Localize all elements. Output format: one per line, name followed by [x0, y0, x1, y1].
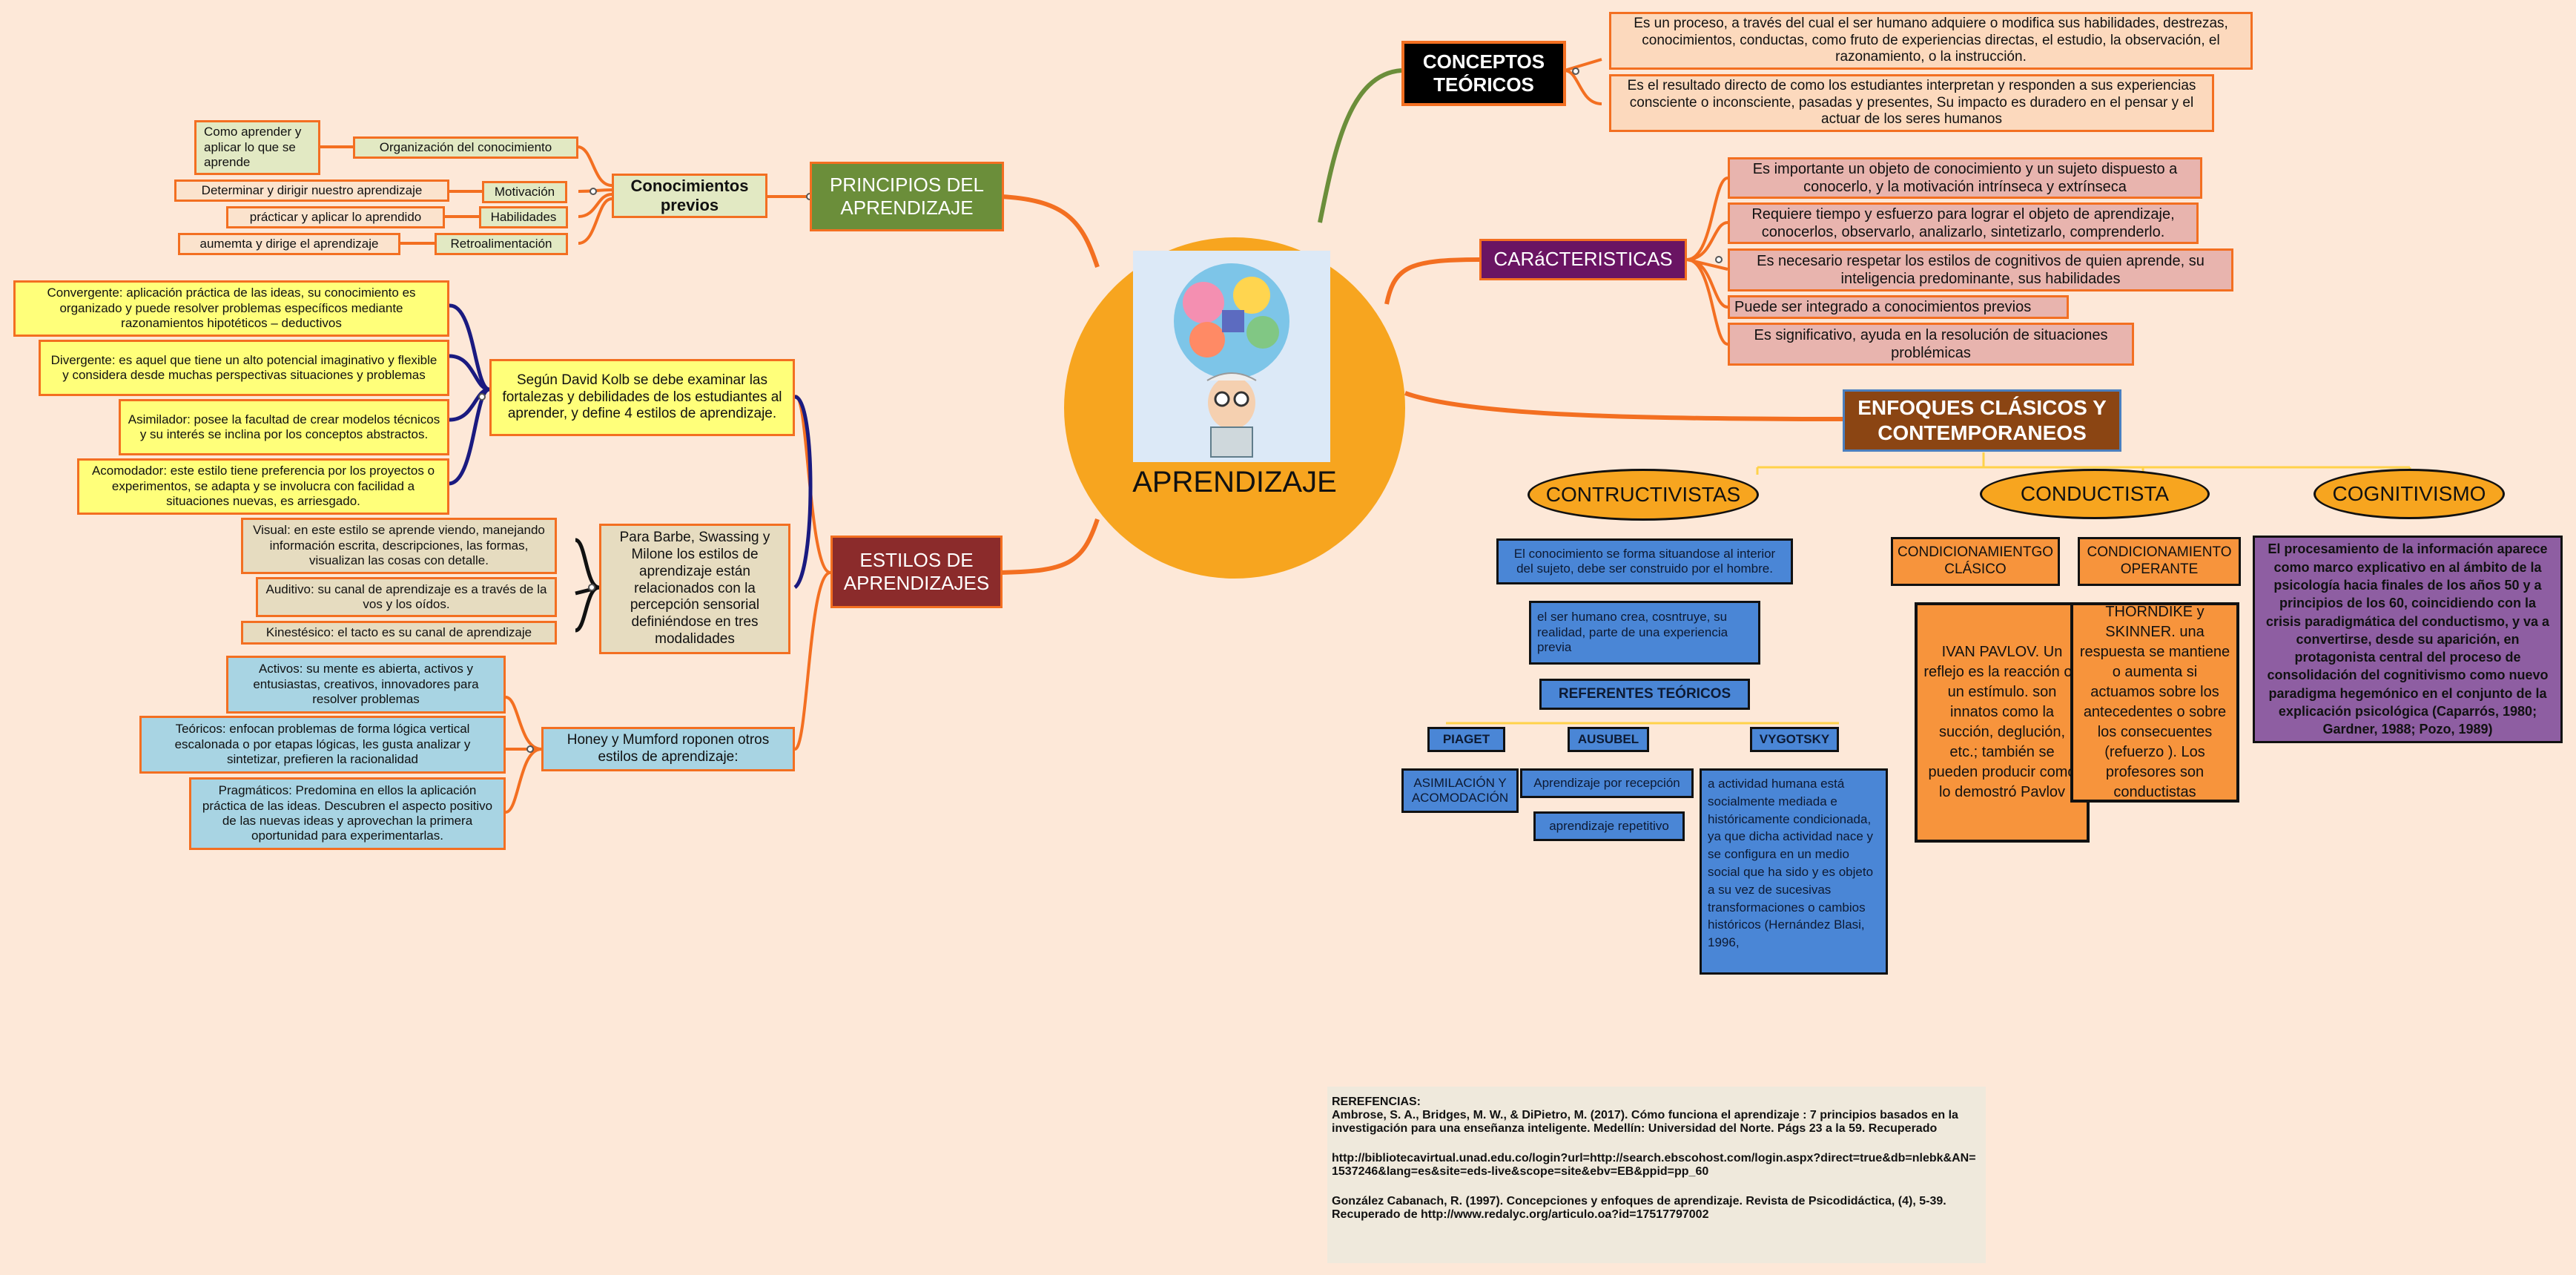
condicionamiento-operante[interactable]: CONDICIONAMIENTO OPERANTE — [2078, 537, 2241, 586]
vygotsky-texto[interactable]: a actividad humana está socialmente medi… — [1700, 768, 1888, 975]
caracteristica-item-5[interactable]: Es significativo, ayuda en la resolución… — [1728, 323, 2134, 366]
principio-habilidades[interactable]: Habilidades — [479, 206, 568, 228]
pavlov-texto[interactable]: IVAN PAVLOV. Un reflejo es la reacción o… — [1915, 602, 2090, 843]
central-title: APRENDIZAJE — [1132, 466, 1337, 498]
estilos-header[interactable]: ESTILOS DE APRENDIZAJES — [830, 536, 1003, 608]
brain-illustration-image — [1133, 251, 1330, 462]
barbe-node[interactable]: Para Barbe, Swassing y Milone los estilo… — [599, 524, 790, 654]
conocimientos-previos-node[interactable]: Conocimientos previos — [612, 174, 767, 218]
principios-header[interactable]: PRINCIPIOS DEL APRENDIZAJE — [810, 162, 1004, 231]
caracteristica-item-3[interactable]: Es necesario respetar los estilos de cog… — [1728, 248, 2233, 291]
concepto-definition-2[interactable]: Es el resultado directo de como los estu… — [1609, 74, 2214, 132]
cognitivismo-texto[interactable]: El procesamiento de la información apare… — [2253, 536, 2563, 743]
constructivistas-ellipse[interactable]: CONTRUCTIVISTAS — [1528, 469, 1759, 521]
ausubel-repetitivo[interactable]: aprendizaje repetitivo — [1533, 811, 1685, 841]
caracteristica-item-1[interactable]: Es importante un objeto de conocimiento … — [1728, 157, 2202, 199]
author-vygotsky[interactable]: VYGOTSKY — [1750, 727, 1839, 752]
barbe-visual[interactable]: Visual: en este estilo se aprende viendo… — [241, 518, 557, 574]
kolb-node[interactable]: Según David Kolb se debe examinar las fo… — [489, 359, 795, 436]
reference-2: González Cabanach, R. (1997). Concepcion… — [1332, 1195, 1946, 1221]
condicionamiento-clasico[interactable]: CONDICIONAMIENTGO CLÁSICO — [1891, 537, 2060, 586]
principio-retroalimentacion[interactable]: Retroalimentación — [435, 233, 568, 255]
detalle-motivacion[interactable]: Determinar y dirigir nuestro aprendizaje — [174, 179, 449, 202]
ausubel-recepcion[interactable]: Aprendizaje por recepción — [1520, 768, 1694, 798]
barbe-kinestesico[interactable]: Kinestésico: el tacto es su canal de apr… — [241, 621, 557, 645]
enfoques-header[interactable]: ENFOQUES CLÁSICOS Y CONTEMPORANEOS — [1843, 389, 2121, 452]
kolb-asimilador[interactable]: Asimilador: posee la facultad de crear m… — [119, 399, 449, 455]
honey-teoricos[interactable]: Teóricos: enfocan problemas de forma lóg… — [139, 716, 506, 774]
detalle-habilidades[interactable]: prácticar y aplicar lo aprendido — [226, 206, 445, 228]
honey-mumford-node[interactable]: Honey y Mumford roponen otros estilos de… — [541, 727, 795, 771]
reference-1: Ambrose, S. A., Bridges, M. W., & DiPiet… — [1332, 1109, 1958, 1135]
cognitivismo-ellipse[interactable]: COGNITIVISMO — [2314, 469, 2505, 519]
caracteristica-item-2[interactable]: Requiere tiempo y esfuerzo para lograr e… — [1728, 202, 2199, 244]
references-heading: REREFENCIAS: — [1332, 1096, 1421, 1108]
honey-activos[interactable]: Activos: su mente es abierta, activos y … — [226, 656, 506, 714]
detalle-organizacion[interactable]: Como aprender y aplicar lo que se aprend… — [194, 120, 320, 175]
principio-organizacion[interactable]: Organización del conocimiento — [353, 136, 578, 159]
kolb-acomodador[interactable]: Acomodador: este estilo tiene preferenci… — [77, 458, 449, 515]
conceptos-teoricos-header[interactable]: CONCEPTOS TEÓRICOS — [1401, 41, 1566, 106]
thorndike-texto[interactable]: THORNDIKE y SKINNER. una respuesta se ma… — [2070, 602, 2239, 803]
references-panel: REREFENCIAS: Ambrose, S. A., Bridges, M.… — [1327, 1087, 1986, 1263]
concepto-definition-1[interactable]: Es un proceso, a través del cual el ser … — [1609, 12, 2253, 70]
barbe-auditivo[interactable]: Auditivo: su canal de aprendizaje es a t… — [256, 577, 557, 617]
honey-pragmaticos[interactable]: Pragmáticos: Predomina en ellos la aplic… — [189, 777, 506, 850]
kolb-convergente[interactable]: Convergente: aplicación práctica de las … — [13, 280, 449, 337]
caracteristicas-header[interactable]: CARáCTERISTICAS — [1479, 239, 1687, 280]
author-piaget[interactable]: PIAGET — [1427, 727, 1505, 752]
constructivista-idea-2[interactable]: el ser humano crea, cosntruye, su realid… — [1529, 601, 1760, 665]
referentes-teoricos[interactable]: REFERENTES TEÓRICOS — [1539, 679, 1750, 710]
constructivista-idea-1[interactable]: El conocimiento se forma situandose al i… — [1496, 538, 1793, 584]
kolb-divergente[interactable]: Divergente: es aquel que tiene un alto p… — [39, 340, 449, 396]
caracteristica-item-4[interactable]: Puede ser integrado a conocimientos prev… — [1728, 295, 2069, 319]
conductista-ellipse[interactable]: CONDUCTISTA — [1980, 469, 2210, 519]
principio-motivacion[interactable]: Motivación — [482, 181, 567, 203]
author-ausubel[interactable]: AUSUBEL — [1568, 727, 1649, 752]
reference-1-url[interactable]: http://bibliotecavirtual.unad.edu.co/log… — [1332, 1152, 1976, 1178]
detalle-retroalimentacion[interactable]: aumemta y dirige el aprendizaje — [178, 233, 400, 255]
piaget-concepto[interactable]: ASIMILACIÓN Y ACOMODACIÓN — [1401, 768, 1519, 813]
